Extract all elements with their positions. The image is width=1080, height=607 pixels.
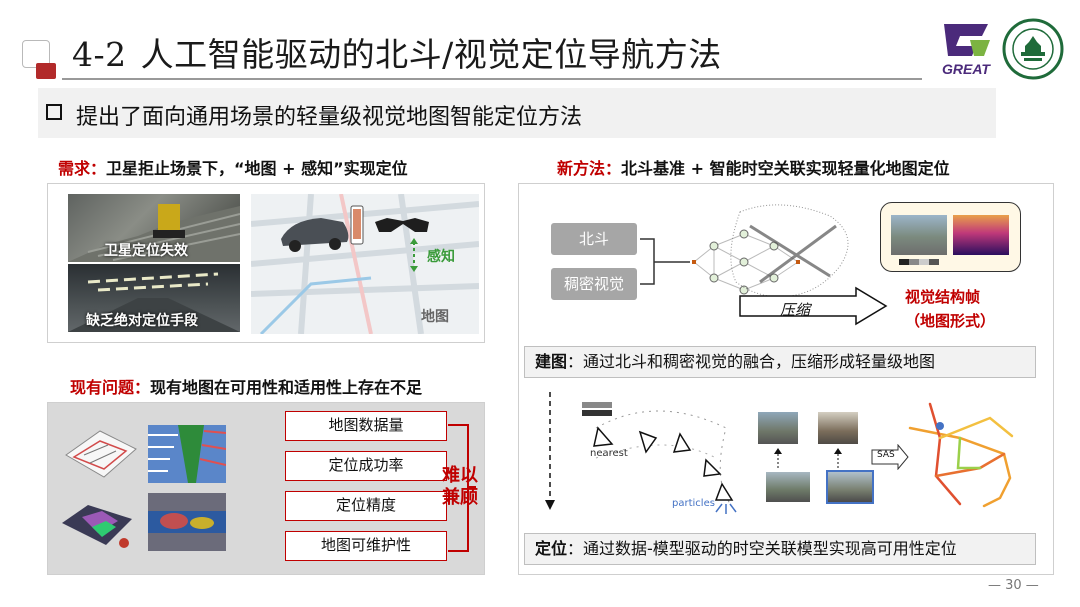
build-map-text: ：通过北斗和稠密视觉的融合，压缩形成轻量级地图 <box>567 352 936 371</box>
particle-localization-diagram <box>545 392 737 514</box>
perception-label: 感知 <box>427 249 455 265</box>
semantic-map-image <box>148 425 226 483</box>
photo2-caption: 缺乏绝对定位手段 <box>86 313 198 329</box>
conclusion-line2: 兼顾 <box>442 487 478 508</box>
3d-tile-map-image <box>58 497 140 563</box>
problem-bracket <box>448 424 476 552</box>
stairs-robot-photo: 卫星定位失效 <box>68 194 240 262</box>
problem-heading-prefix: 现有问题： <box>70 378 151 397</box>
localization-bar: 定位：通过数据-模型驱动的时空关联模型实现高可用性定位 <box>524 533 1036 565</box>
conclusion-line1: 难以 <box>442 465 478 486</box>
method-heading: 新方法：北斗基准 + 智能时空关联实现轻量化地图定位 <box>557 155 950 179</box>
demand-heading-prefix: 需求： <box>58 159 107 178</box>
demand-panel: 卫星定位失效 缺乏绝对定位手段 感知 地图 <box>47 183 485 343</box>
page-title: 4-2 人工智能驱动的北斗/视觉定位导航方法 <box>72 28 722 76</box>
key-point-banner <box>38 88 996 138</box>
problem-item-accuracy: 定位精度 <box>285 491 447 521</box>
localization-text: ：通过数据-模型驱动的时空关联模型实现高可用性定位 <box>567 539 957 558</box>
title-decoration-accent <box>36 63 56 79</box>
problem-item-success-rate: 定位成功率 <box>285 451 447 481</box>
beidou-input-box: 北斗 <box>551 223 637 255</box>
match-arrows <box>774 448 842 468</box>
frame-sub-label: （地图形式） <box>905 312 996 330</box>
reference-image-1 <box>758 412 798 444</box>
problem-panel: 地图数据量 定位成功率 定位精度 地图可维护性 难以 兼顾 <box>47 402 485 575</box>
pointcloud-map-image <box>60 415 142 491</box>
photo1-caption: 卫星定位失效 <box>104 243 188 259</box>
great-logo-text: GREAT <box>942 61 991 77</box>
title-text: 人工智能驱动的北斗/视觉定位导航方法 <box>140 35 722 74</box>
sas-label: SAS <box>877 450 895 460</box>
build-map-bar: 建图：通过北斗和稠密视觉的融合，压缩形成轻量级地图 <box>524 346 1036 378</box>
build-map-prefix: 建图 <box>535 352 568 371</box>
method-panel <box>518 183 1054 575</box>
tunnel-photo: 缺乏绝对定位手段 <box>68 264 240 332</box>
banner-text: 提出了面向通用场景的轻量级视觉地图智能定位方法 <box>76 105 583 130</box>
fusion-network-diagram <box>640 204 849 298</box>
problem-item-data-volume: 地图数据量 <box>285 411 447 441</box>
problem-heading-text: 现有地图在可用性和适用性上存在不足 <box>150 378 423 397</box>
frame-rgb-image <box>891 215 947 255</box>
compress-arrow <box>739 286 888 326</box>
sas-arrow <box>871 444 909 470</box>
method-heading-prefix: 新方法： <box>557 159 622 178</box>
title-number: 4-2 <box>72 35 127 74</box>
localization-prefix: 定位 <box>535 539 568 558</box>
nearest-label: nearest <box>590 448 628 459</box>
great-logo: GREAT <box>930 18 1002 80</box>
page-number: — 30 — <box>988 578 1039 593</box>
title-underline <box>62 78 922 80</box>
problem-heading: 现有问题：现有地图在可用性和适用性上存在不足 <box>70 374 422 398</box>
problem-item-maintainability: 地图可维护性 <box>285 531 447 561</box>
query-image-selected <box>826 470 874 504</box>
frame-depth-image <box>953 215 1009 255</box>
conclusion-label: 难以 兼顾 <box>440 465 480 509</box>
frame-descriptor-strip <box>899 259 939 265</box>
whu-logo <box>1002 18 1064 80</box>
dense-vision-input-box: 稠密视觉 <box>551 268 637 300</box>
compress-label: 压缩 <box>780 301 811 319</box>
particles-label: particles <box>672 498 715 509</box>
method-heading-text: 北斗基准 + 智能时空关联实现轻量化地图定位 <box>621 159 950 178</box>
visual-frame-card <box>880 202 1021 272</box>
trajectory-map <box>908 402 1014 508</box>
map-perception-illustration: 感知 地图 <box>251 194 479 334</box>
map-label: 地图 <box>421 309 449 325</box>
reference-image-2 <box>818 412 858 444</box>
demand-heading-text: 卫星拒止场景下，“地图 + 感知”实现定位 <box>106 159 408 178</box>
query-image-1 <box>766 472 810 502</box>
heatmap-image <box>148 493 226 551</box>
demand-heading: 需求：卫星拒止场景下，“地图 + 感知”实现定位 <box>58 155 408 179</box>
bullet-square-icon <box>46 104 62 120</box>
frame-label: 视觉结构帧 <box>905 288 981 306</box>
